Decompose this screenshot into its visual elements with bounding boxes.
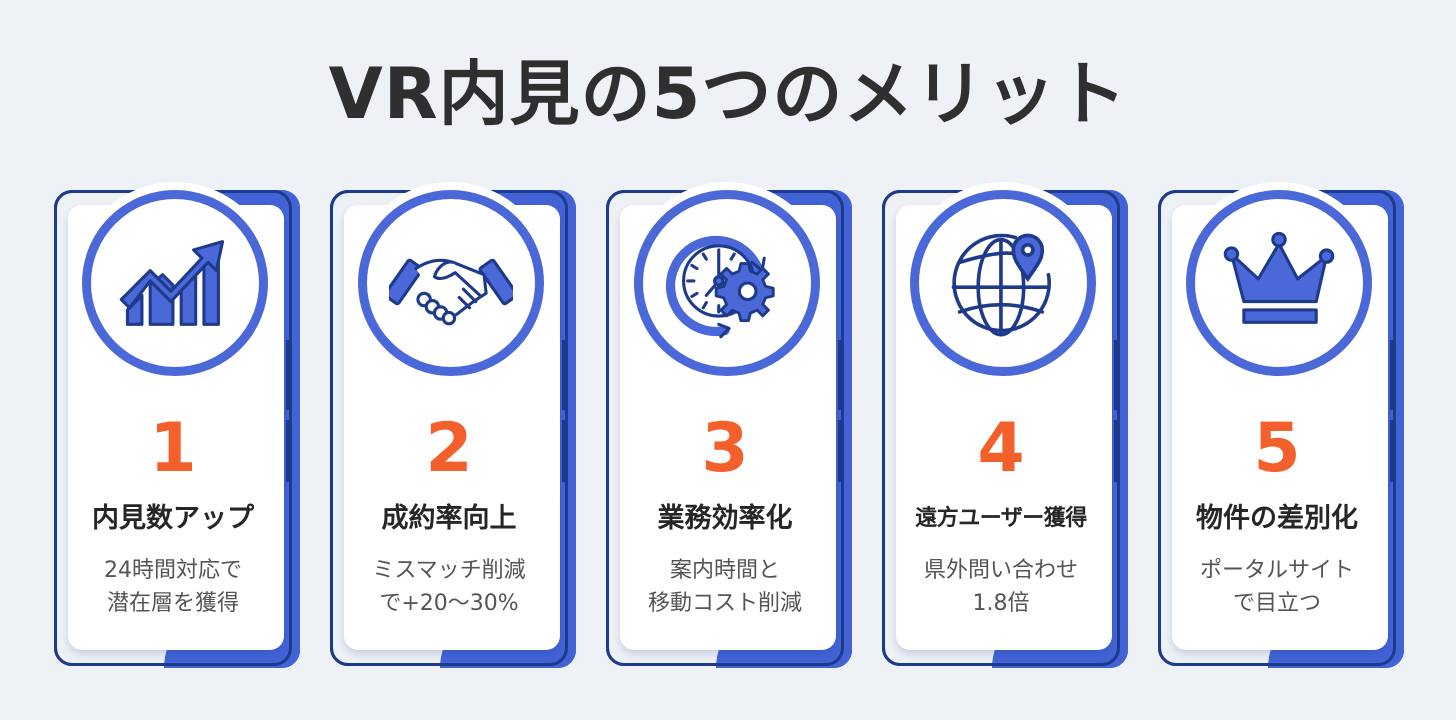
icon-circle xyxy=(910,190,1096,376)
card-description: 県外問い合わせ 1.8倍 xyxy=(882,554,1120,620)
icon-circle xyxy=(358,190,544,376)
card-dash xyxy=(1390,420,1393,482)
handshake-icon xyxy=(389,258,513,326)
card-number: 5 xyxy=(1253,409,1301,488)
description-line: 案内時間と xyxy=(669,558,780,583)
card-number: 2 xyxy=(425,409,473,488)
description-line: 移動コスト削減 xyxy=(647,591,802,616)
card-dash xyxy=(838,420,841,482)
merit-card-3: 3 業務効率化 案内時間と 移動コスト削減 xyxy=(606,182,852,668)
card-dash xyxy=(1114,340,1117,410)
clock-gear-icon xyxy=(665,235,775,339)
icon-circle xyxy=(82,190,268,376)
description-line: で目立つ xyxy=(1232,591,1321,616)
card-dash xyxy=(286,420,289,482)
merit-card-5: 5 物件の差別化 ポータルサイト で目立つ xyxy=(1158,182,1404,668)
card-heading: 成約率向上 xyxy=(381,503,517,534)
card-dash xyxy=(1390,340,1393,410)
description-line: ミスマッチ削減 xyxy=(372,558,526,583)
card-number: 1 xyxy=(149,409,197,488)
description-line: ポータルサイト xyxy=(1199,558,1354,583)
merit-card-2: 2 成約率向上 ミスマッチ削減 で+20〜30% xyxy=(330,182,576,668)
merit-card-4: 4 遠方ユーザー獲得 県外問い合わせ 1.8倍 xyxy=(882,182,1128,668)
card-number: 3 xyxy=(701,409,749,488)
description-line: 1.8倍 xyxy=(972,591,1030,616)
card-dash xyxy=(286,340,289,410)
page-title: VR内見の5つのメリット xyxy=(328,53,1128,135)
merit-card-1: 1 内見数アップ 24時間対応で 潜在層を獲得 xyxy=(54,182,300,668)
card-description: 案内時間と 移動コスト削減 xyxy=(606,554,844,620)
icon-circle xyxy=(634,190,820,376)
description-line: 県外問い合わせ xyxy=(923,558,1078,583)
icon-circle xyxy=(1186,190,1372,376)
card-description: ポータルサイト で目立つ xyxy=(1158,554,1396,620)
card-heading: 遠方ユーザー獲得 xyxy=(915,506,1087,531)
card-dash xyxy=(838,340,841,410)
card-dash xyxy=(1114,420,1117,482)
card-dash xyxy=(562,340,565,410)
card-heading: 内見数アップ xyxy=(92,503,254,534)
card-heading: 業務効率化 xyxy=(657,503,793,534)
description-line: 24時間対応で xyxy=(104,558,242,583)
description-line: で+20〜30% xyxy=(379,591,519,616)
globe-pin-icon xyxy=(951,233,1051,337)
card-number: 4 xyxy=(977,409,1025,488)
card-description: 24時間対応で 潜在層を獲得 xyxy=(54,554,292,620)
crown-icon xyxy=(1223,231,1335,324)
growth-chart-icon xyxy=(119,240,225,326)
card-heading: 物件の差別化 xyxy=(1196,503,1358,534)
card-dash xyxy=(562,420,565,482)
card-description: ミスマッチ削減 で+20〜30% xyxy=(330,554,568,620)
description-line: 潜在層を獲得 xyxy=(106,591,239,616)
